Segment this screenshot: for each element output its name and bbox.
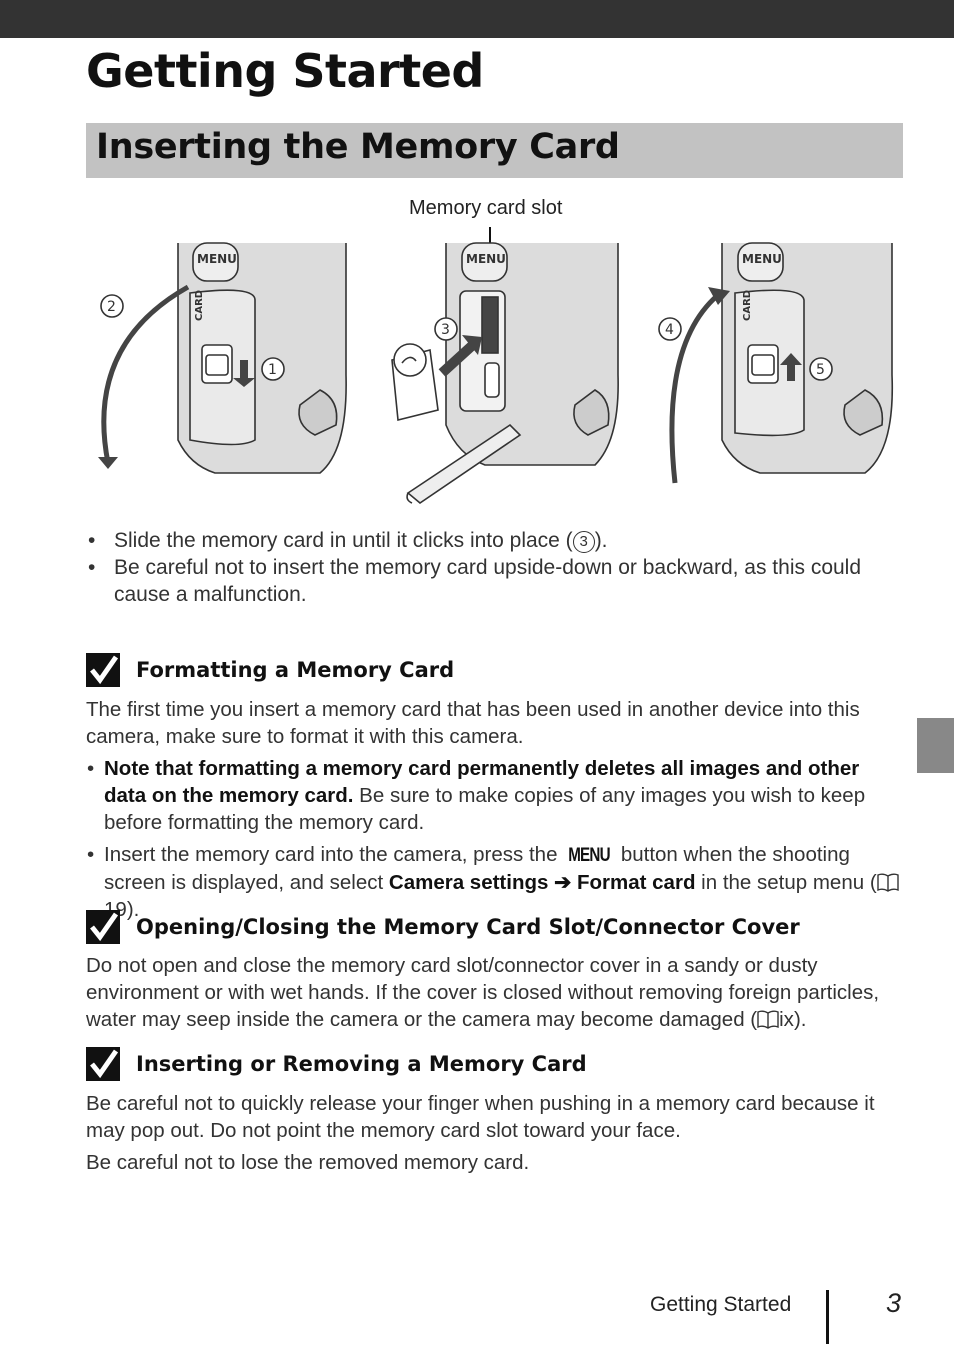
footer-divider (826, 1290, 829, 1344)
camera-illustration-2: MENU (406, 242, 619, 505)
formatting-note-heading: Formatting a Memory Card (86, 653, 454, 687)
card-label-3: CARD (742, 290, 753, 321)
section-heading-bar: Inserting the Memory Card (86, 123, 903, 178)
camera-illustration-1: MENU CARD (177, 242, 347, 474)
cover-note-text: Do not open and close the memory card sl… (86, 954, 880, 1031)
step-3-reference: 3 (572, 531, 595, 553)
step-5-label: 5 (816, 362, 825, 378)
footer-section-label: Getting Started (650, 1293, 792, 1316)
section-title: Inserting the Memory Card (96, 127, 620, 167)
menu-button-label-2: MENU (466, 252, 506, 266)
cover-note-heading: Opening/Closing the Memory Card Slot/Con… (86, 910, 800, 944)
memory-card-illustration (391, 343, 439, 422)
check-caution-icon (86, 1047, 120, 1081)
formatting-bullet-list: Note that formatting a memory card perma… (86, 755, 906, 928)
formatting-bullet-1: Note that formatting a memory card perma… (86, 755, 906, 836)
menu-button-label-1: MENU (197, 252, 237, 266)
step-4-label: 4 (665, 322, 674, 338)
inserting-note-text-1: Be careful not to quickly release your f… (86, 1092, 875, 1142)
step-3-label: 3 (441, 322, 450, 338)
book-reference-icon (876, 873, 899, 892)
cover-note-title: Opening/Closing the Memory Card Slot/Con… (136, 915, 800, 939)
top-header-bar (0, 0, 954, 38)
card-label-1: CARD (194, 290, 205, 321)
chapter-title: Getting Started (86, 44, 484, 98)
check-caution-icon (86, 910, 120, 944)
camera-illustration-3: MENU CARD (721, 242, 894, 474)
inserting-note-text-2: Be careful not to lose the removed memor… (86, 1151, 530, 1174)
formatting-intro: The first time you insert a memory card … (86, 698, 860, 748)
inserting-note-title: Inserting or Removing a Memory Card (136, 1052, 587, 1076)
memory-card-insertion-illustration: MENU CARD 2 1 MENU (98, 242, 894, 505)
formatting-bullet-2: Insert the memory card into the camera, … (86, 841, 906, 923)
book-reference-icon (757, 1010, 779, 1029)
chapter-side-tab (917, 718, 954, 773)
instruction-list: Slide the memory card in until it clicks… (86, 527, 906, 608)
menu-button-glyph: MENU (568, 845, 610, 866)
step-1-label: 1 (268, 362, 277, 378)
page-number: 3 (886, 1288, 902, 1318)
check-caution-icon (86, 653, 120, 687)
menu-button-label-3: MENU (742, 252, 782, 266)
memory-card-slot-callout: Memory card slot (409, 197, 563, 219)
step-2-label: 2 (107, 299, 116, 315)
formatting-note-title: Formatting a Memory Card (136, 658, 455, 682)
instruction-item-1: Slide the memory card in until it clicks… (86, 527, 906, 554)
instruction-item-2: Be careful not to insert the memory card… (86, 554, 906, 608)
inserting-note-heading: Inserting or Removing a Memory Card (86, 1047, 587, 1081)
